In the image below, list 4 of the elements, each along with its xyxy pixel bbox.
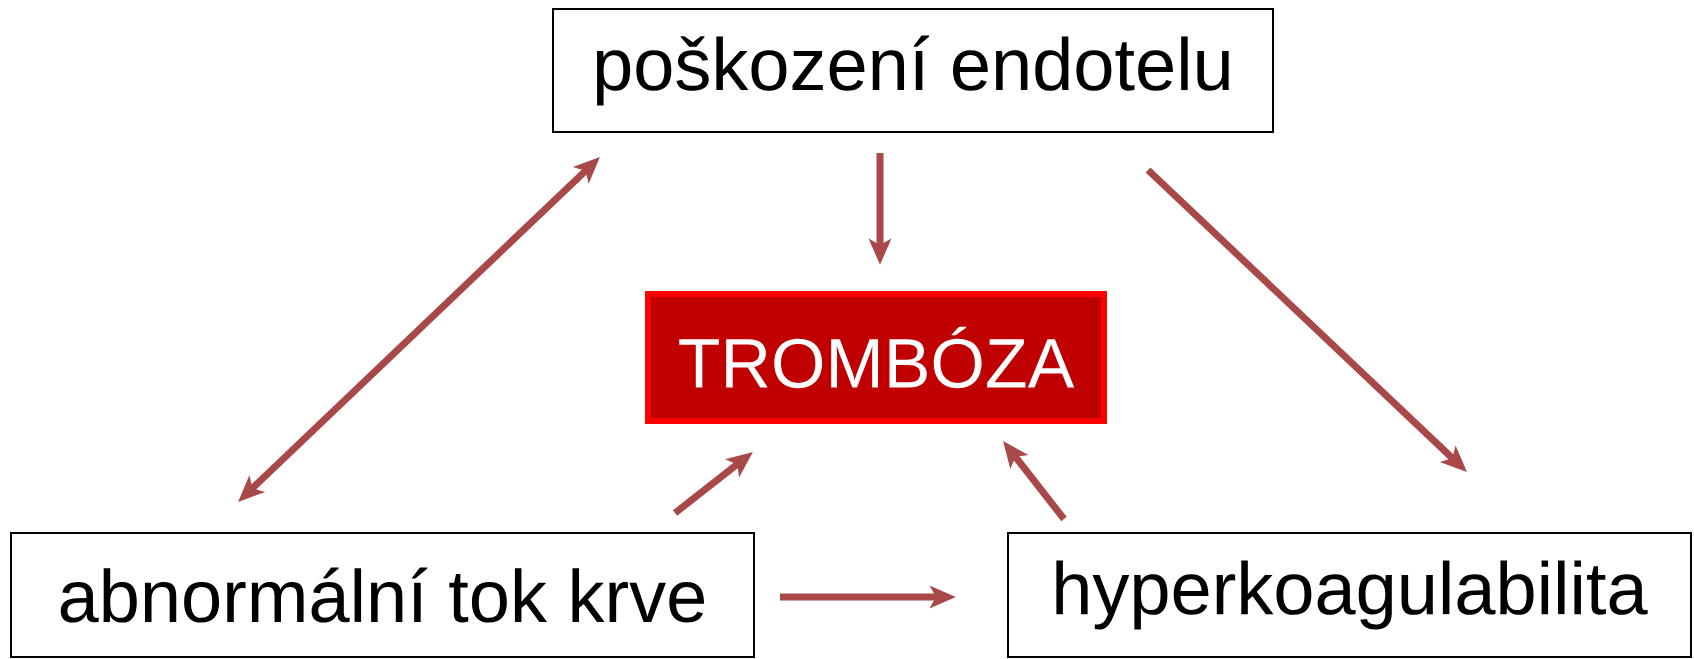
- cause-box: hyperkoagulabilita: [1007, 532, 1692, 658]
- result-box: TROMBÓZA: [645, 291, 1107, 424]
- cause-box: poškození endotelu: [552, 8, 1274, 133]
- cause-box: abnormální tok krve: [10, 532, 755, 658]
